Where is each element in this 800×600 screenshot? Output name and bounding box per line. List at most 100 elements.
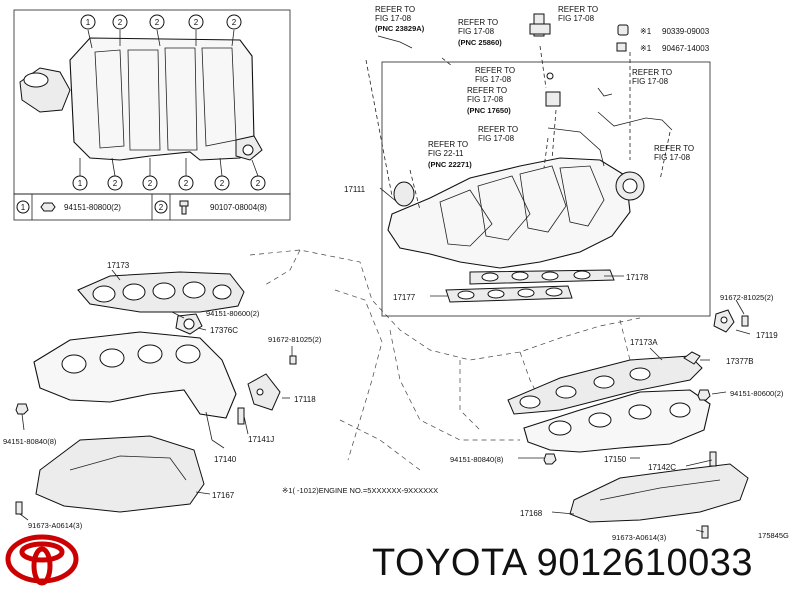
svg-text:REFER TO: REFER TO xyxy=(467,86,507,95)
part-17177: 17177 xyxy=(393,293,416,302)
svg-text:REFER TO: REFER TO xyxy=(478,125,518,134)
svg-text:(PNC 23829A): (PNC 23829A) xyxy=(375,24,425,33)
inset-intake-manifold: 1 2 2 2 2 1 2 2 2 2 2 1 94151-80800(2) 2… xyxy=(13,9,291,221)
right-exhaust-group xyxy=(507,299,751,539)
svg-text:90467-14003: 90467-14003 xyxy=(662,44,710,53)
nut-icon xyxy=(40,202,56,212)
part-91673-right: 91673-A0614(3) xyxy=(612,533,667,542)
bolt-icon xyxy=(289,355,297,365)
part-94151-80600-right: 94151-80600(2) xyxy=(730,389,784,398)
svg-text:90339-09003: 90339-09003 xyxy=(662,27,710,36)
nut-icon-left xyxy=(15,403,29,415)
callout-bottom-6: 2 xyxy=(250,175,266,191)
toyota-logo xyxy=(5,534,79,586)
part-17376c: 17376C xyxy=(210,326,238,335)
callout-top-4: 2 xyxy=(188,14,204,30)
svg-text:FIG 17-08: FIG 17-08 xyxy=(475,75,512,84)
upper-intake-frame xyxy=(381,61,711,317)
vacuum-valve xyxy=(545,91,561,107)
svg-text:FIG 22-11: FIG 22-11 xyxy=(428,149,464,158)
svg-text:REFER TO: REFER TO xyxy=(654,144,694,153)
part-number-labels: 17111 17178 17177 17173 94151-80600(2) 1… xyxy=(3,185,784,542)
brand-part-number: TOYOTA 9012610033 xyxy=(372,542,754,584)
part-17140: 17140 xyxy=(214,455,237,464)
exhaust-manifold-17140 xyxy=(33,331,237,419)
callout-bottom-4: 2 xyxy=(178,175,194,191)
svg-text:※1: ※1 xyxy=(640,44,652,53)
part-17118: 17118 xyxy=(294,395,316,404)
svg-text:2: 2 xyxy=(118,18,123,27)
callout-top-3: 2 xyxy=(149,14,165,30)
svg-text:94151-80800(2): 94151-80800(2) xyxy=(64,203,121,212)
svg-text:FIG 17-08: FIG 17-08 xyxy=(654,153,691,162)
svg-text:FIG 17-08: FIG 17-08 xyxy=(467,95,504,104)
part-17168: 17168 xyxy=(520,509,543,518)
callout-bottom-3: 2 xyxy=(142,175,158,191)
callout-bottom-1: 1 xyxy=(72,175,88,191)
starred-parts: ※1 90339-09003 ※1 90467-14003 xyxy=(640,27,710,53)
svg-text:1: 1 xyxy=(21,203,26,212)
part-17141j: 17141J xyxy=(248,435,274,444)
heat-insulator-17167 xyxy=(35,435,205,513)
svg-text:REFER TO: REFER TO xyxy=(475,66,515,75)
svg-text:90107-08004(8): 90107-08004(8) xyxy=(210,203,267,212)
svg-text:2: 2 xyxy=(184,179,189,188)
callout-top-2: 2 xyxy=(112,14,128,30)
exhaust-manifold-17150 xyxy=(523,389,711,453)
engine-number-footnote: ※1( -1012)ENGINE NO.=5XXXXXX-9XXXXXX xyxy=(282,486,438,495)
stud-icon xyxy=(237,407,245,425)
diagram-code: 175845G xyxy=(758,531,789,540)
part-17377b: 17377B xyxy=(726,357,754,366)
left-exhaust-group xyxy=(15,269,297,521)
svg-text:※1: ※1 xyxy=(640,27,652,36)
callout-bottom-5: 2 xyxy=(214,175,230,191)
svg-text:(PNC 22271): (PNC 22271) xyxy=(428,160,472,169)
stud-bolt-icon xyxy=(179,200,189,207)
part-17142c: 17142C xyxy=(648,463,676,472)
svg-text:2: 2 xyxy=(148,179,153,188)
svg-text:1: 1 xyxy=(78,179,83,188)
cap-icon xyxy=(617,24,629,36)
part-94151-80840-left: 94151-80840(8) xyxy=(3,437,57,446)
svg-text:REFER TO: REFER TO xyxy=(558,5,598,14)
svg-text:2: 2 xyxy=(232,18,237,27)
part-91672-right: 91672-81025(2) xyxy=(720,293,774,302)
clip-icon xyxy=(616,42,627,52)
svg-text:2: 2 xyxy=(155,18,160,27)
engine-outline xyxy=(249,249,641,471)
part-17173: 17173 xyxy=(107,261,130,270)
svg-text:2: 2 xyxy=(194,18,199,27)
svg-text:FIG 17-08: FIG 17-08 xyxy=(478,134,515,143)
part-91672-left: 91672-81025(2) xyxy=(268,335,322,344)
svg-text:2: 2 xyxy=(113,179,118,188)
callout-bottom-2: 2 xyxy=(107,175,123,191)
svg-text:2: 2 xyxy=(159,203,164,212)
svg-text:REFER TO: REFER TO xyxy=(428,140,468,149)
nut-icon-right xyxy=(697,389,711,401)
refer-label: REFER TO xyxy=(375,5,415,14)
stud-icon-right xyxy=(709,451,717,467)
svg-text:FIG 17-08: FIG 17-08 xyxy=(558,14,595,23)
callout-top-1: 1 xyxy=(80,14,96,30)
svg-text:REFER TO: REFER TO xyxy=(632,68,672,77)
gasket-17377b xyxy=(683,351,701,365)
bolt-icon-left xyxy=(15,501,23,515)
intake-manifold xyxy=(387,157,631,269)
part-17119: 17119 xyxy=(756,331,778,340)
reference-labels: REFER TO FIG 17-08 (PNC 23829A) REFER TO… xyxy=(375,5,694,169)
part-91673-left: 91673-A0614(3) xyxy=(28,521,83,530)
svg-text:FIG 17-08: FIG 17-08 xyxy=(458,27,495,36)
svg-text:FIG 17-08: FIG 17-08 xyxy=(375,14,412,23)
svg-text:(PNC 17650): (PNC 17650) xyxy=(467,106,511,115)
svg-text:REFER TO: REFER TO xyxy=(458,18,498,27)
legend-item-1: 1 94151-80800(2) xyxy=(16,200,121,214)
part-17178: 17178 xyxy=(626,273,649,282)
legend-item-2: 2 90107-08004(8) xyxy=(154,200,267,215)
part-17111: 17111 xyxy=(344,185,366,194)
sensor-icon xyxy=(393,181,415,207)
svg-text:FIG 17-08: FIG 17-08 xyxy=(632,77,669,86)
heat-insulator-17168 xyxy=(569,463,749,523)
svg-text:(PNC 25860): (PNC 25860) xyxy=(458,38,502,47)
part-94151-80840-right: 94151-80840(8) xyxy=(450,455,504,464)
